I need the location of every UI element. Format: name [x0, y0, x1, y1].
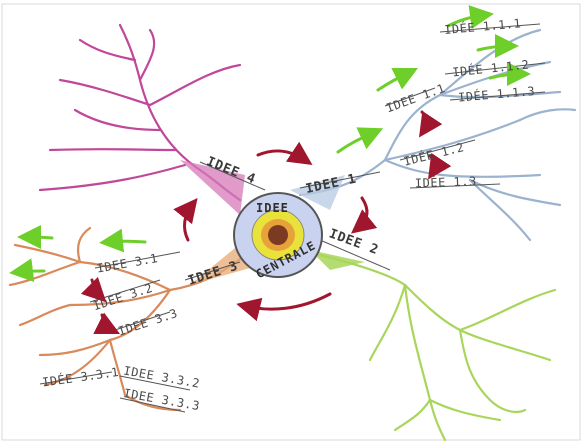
- red-arrow-bottom: [236, 292, 332, 322]
- red-arrows: [80, 110, 452, 335]
- label-idea-1-1-3: IDÉE 1.1.3: [457, 83, 535, 105]
- label-idea-1-3: IDÉE 1.3: [415, 173, 477, 190]
- green-arrow-idea-1-1-2: [476, 34, 519, 59]
- green-arrow-idea-1: [336, 127, 384, 154]
- green-arrows: [9, 5, 531, 283]
- branch-4-wedge: [180, 160, 245, 215]
- idea-1-2-underline: [399, 139, 476, 161]
- green-arrow-left-top: [17, 225, 54, 250]
- branch-3-underline: [184, 261, 241, 281]
- central-idea: [233, 192, 323, 278]
- idea-1-3-underline: [409, 183, 501, 189]
- branch-1-tree: [298, 28, 577, 242]
- red-arrow-right: [350, 196, 378, 234]
- branch-3-wedge: [190, 248, 250, 285]
- idea-1-1-3-underline: [449, 91, 546, 101]
- branch-4-underline: [199, 161, 266, 191]
- branch-2-underline: [319, 239, 391, 271]
- branch-1-wedge: [290, 175, 345, 210]
- red-arrow-top: [256, 141, 313, 165]
- green-arrow-idea-1-1-3: [488, 62, 531, 87]
- green-arrow-left-bottom: [9, 258, 46, 283]
- center-label-1: IDEE: [256, 201, 289, 215]
- idea-3-3-2-underline: [119, 375, 191, 391]
- idea-3-3-underline: [114, 311, 171, 331]
- idea-3-3-1-underline: [39, 371, 113, 385]
- branch-2-tree: [318, 253, 557, 442]
- idea-3-3-3-underline: [119, 397, 186, 413]
- red-arrow-1-1-to-1-2: [419, 110, 443, 138]
- red-arrow-3-2-to-3-3: [93, 312, 121, 335]
- central-nucleus: [268, 225, 288, 245]
- idea-3-1-underline: [94, 251, 181, 269]
- red-arrow-3-1-to-3-2: [80, 276, 107, 303]
- branch-2-wedge: [310, 250, 365, 270]
- branch-1-underline: [299, 171, 381, 189]
- green-arrow-idea-3-1: [99, 228, 147, 253]
- green-arrow-idea-1-1-1: [446, 5, 494, 29]
- red-arrow-1-2-to-1-3: [428, 152, 452, 180]
- label-idea-1-1-1: IDÉE 1.1.1: [444, 15, 522, 37]
- red-arrow-left: [173, 197, 198, 242]
- green-arrow-idea-1-1: [376, 67, 419, 92]
- idea-1-1-underline: [384, 87, 436, 107]
